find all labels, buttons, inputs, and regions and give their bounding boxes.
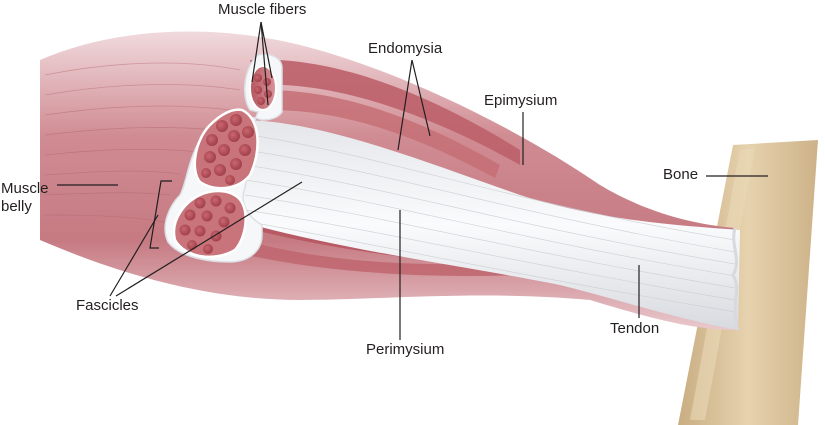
tendon-shape (232, 120, 740, 331)
label-bone: Bone (663, 166, 699, 183)
leader-fascicles-2 (115, 181, 303, 297)
leader-fascicles-1 (109, 214, 159, 297)
leader-endomysia-2 (411, 59, 431, 137)
label-perimysium: Perimysium (366, 341, 445, 358)
muscle-fiber-cells-top (254, 74, 272, 105)
muscle-fiber-cells-bottom (179, 195, 236, 254)
label-muscle-fibers: Muscle fibers (218, 1, 307, 18)
muscle-fiber-cells-middle (201, 114, 254, 185)
leader-lines (57, 21, 768, 340)
cross-section (164, 53, 283, 263)
label-tendon: Tendon (610, 320, 660, 337)
leader-endomysia-1 (397, 59, 413, 151)
label-muscle-belly: Muscle belly (1, 180, 49, 215)
leader-muscle-fibers-1 (251, 21, 262, 83)
fascicles-bracket (149, 180, 172, 249)
label-fascicles: Fascicles (76, 297, 139, 314)
label-epimysium: Epimysium (484, 92, 558, 109)
label-endomysia: Endomysia (368, 40, 443, 57)
leader-muscle-fibers-3 (260, 21, 273, 79)
leader-muscle-fibers-2 (260, 21, 269, 106)
